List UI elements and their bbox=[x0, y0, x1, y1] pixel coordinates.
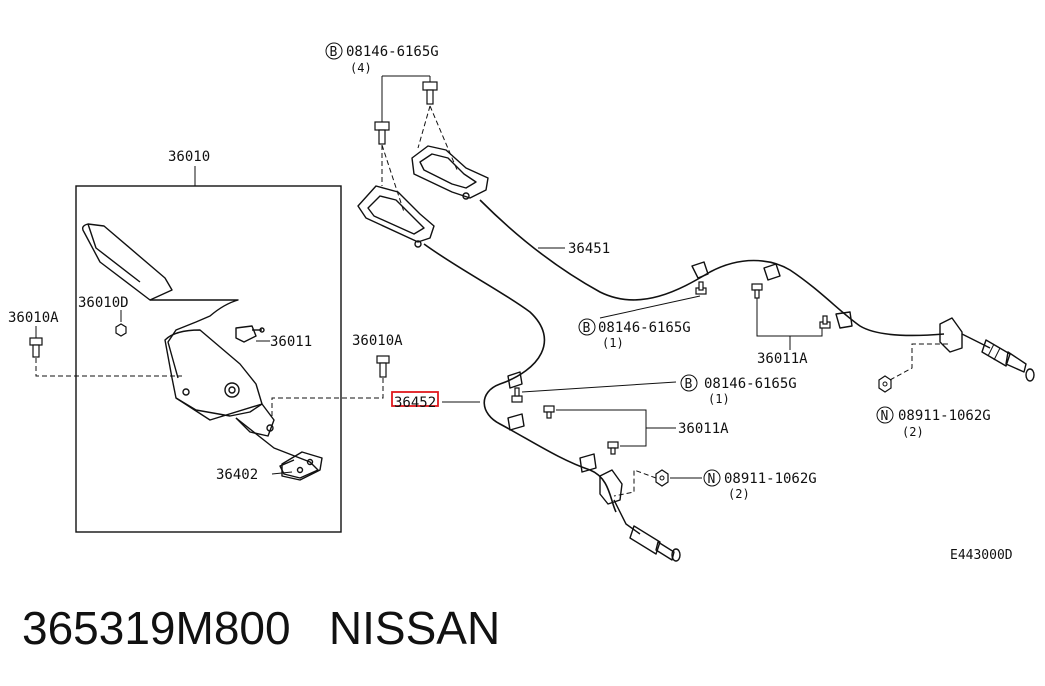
label-36011A-lower: 36011A bbox=[678, 421, 729, 437]
caption-brand: NISSAN bbox=[328, 602, 501, 654]
nut-symbol-n: N bbox=[881, 409, 889, 424]
label-36010: 36010 bbox=[168, 149, 210, 165]
bolt-symbol-b: B bbox=[685, 377, 693, 392]
bolt-callout-upper: B 08146-6165G (1) bbox=[578, 281, 707, 350]
bolt-symbol-b: B bbox=[330, 45, 338, 60]
label-nut-right-number: 08911-1062G bbox=[898, 408, 991, 424]
part-36452-highlight bbox=[391, 391, 439, 407]
label-bolt-upper-qty: (1) bbox=[602, 336, 624, 350]
assembly-frame bbox=[75, 185, 342, 533]
bracket-36011 bbox=[235, 325, 265, 343]
label-bolt-lower-number: 08146-6165G bbox=[704, 376, 797, 392]
label-36010A-left: 36010A bbox=[8, 310, 59, 326]
label-36010D: 36010D bbox=[78, 295, 129, 311]
label-36011: 36011 bbox=[270, 334, 312, 350]
bolt-36010A-left: 36010A bbox=[8, 310, 182, 377]
nut-symbol-n: N bbox=[708, 472, 716, 487]
clip-36011A-lower: 36011A bbox=[543, 405, 729, 455]
label-nut-bottom-number: 08911-1062G bbox=[724, 471, 817, 487]
bolt-symbol-b: B bbox=[583, 321, 591, 336]
label-36010A-mid: 36010A bbox=[352, 333, 403, 349]
part-caption: 365319M800 NISSAN bbox=[22, 600, 500, 656]
label-36452: 36452 bbox=[394, 395, 436, 411]
cable-36451 bbox=[479, 199, 1035, 382]
label-bolt-top-number: 08146-6165G bbox=[346, 44, 439, 60]
label-bolt-top-qty: (4) bbox=[350, 61, 372, 75]
cable-bracket-lower bbox=[357, 185, 435, 248]
nut-callout-right: N 08911-1062G (2) bbox=[876, 343, 991, 439]
clip-36011A-upper: 36011A bbox=[751, 283, 831, 367]
caption-part-number: 365319M800 bbox=[22, 602, 291, 654]
equalizer-bracket-36402 bbox=[281, 451, 323, 481]
bolt-callout-lower: B 08146-6165G (1) bbox=[511, 374, 797, 406]
parking-brake-diagram: 36010 36402 36010D bbox=[8, 42, 1035, 563]
label-36402: 36402 bbox=[216, 467, 258, 483]
label-bolt-lower-qty: (1) bbox=[708, 392, 730, 406]
label-36451: 36451 bbox=[568, 241, 610, 257]
lever-assembly-group: 36010 36402 36010D bbox=[75, 149, 342, 533]
bolt-36010A-mid: 36010A bbox=[271, 333, 403, 416]
cable-36452 bbox=[423, 243, 681, 562]
nut-callout-bottom: N 08911-1062G (2) bbox=[613, 469, 817, 501]
nut-36010D bbox=[115, 323, 127, 337]
label-nut-bottom-qty: (2) bbox=[728, 487, 750, 501]
diagram-reference-code: E443000D bbox=[950, 548, 1013, 563]
label-bolt-upper-number: 08146-6165G bbox=[598, 320, 691, 336]
label-36011A-upper: 36011A bbox=[757, 351, 808, 367]
parking-brake-lever bbox=[81, 223, 319, 479]
label-nut-right-qty: (2) bbox=[902, 425, 924, 439]
cable-bracket-upper bbox=[411, 145, 489, 200]
bolt-callout-top: B 08146-6165G (4) bbox=[325, 42, 459, 213]
